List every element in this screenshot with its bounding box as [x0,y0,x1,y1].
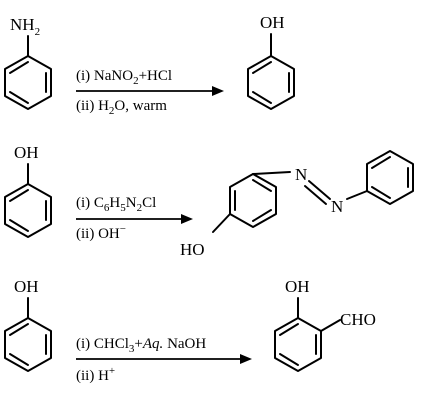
n-n-double-bond [304,185,327,205]
phenol-ring [229,173,277,228]
condition-text-part: + [109,365,115,377]
condition-text-part: (ii) H [76,98,109,114]
ring-double-bond [371,186,391,199]
condition-text-part: H [109,195,120,211]
ring-double-bond [9,353,29,366]
phenol-reactant-structure: OH [4,277,52,372]
c-cho-bond [320,319,341,332]
condition-text-part: Cl [142,195,156,211]
condition-text-part: 2 [109,105,115,117]
condition-text-part: NaOH [163,336,206,352]
condition-text-part: N [126,195,137,211]
phenol-product-structure: OH [247,13,295,110]
benzene-ring [247,55,295,110]
condition-text-part: 6 [104,202,110,214]
phenol-reactant-structure: OH [4,143,52,238]
ring-double-bond [252,209,272,222]
reaction-1-condition-1: (i) NaNO2+HCl [76,68,172,87]
reaction-3-condition-2: (ii) H+ [76,365,115,384]
amino-group-label: NH2 [10,15,40,38]
benzene-ring [4,55,52,110]
ring-double-bond [371,156,391,169]
reaction-1: NH2 (i) NaNO2+HCl (ii) H2O, warm OH [4,13,295,117]
phenyl-ring [366,150,414,205]
c-o-bond [212,213,231,233]
condition-text-part: (i) CHCl [76,336,129,352]
reaction-2-condition-1: (i) C6H5N2Cl [76,195,156,214]
salicylaldehyde-product-structure: OH CHO [274,277,376,372]
hydroxyl-group-label: OH [285,277,310,296]
benzene-ring [274,317,322,372]
reaction-1-condition-2: (ii) H2O, warm [76,98,167,117]
azo-nitrogen-1-label: N [295,165,307,184]
hydroxyl-group-label: OH [14,143,39,162]
condition-text-part: 3 [129,343,135,355]
condition-text-part: +HCl [139,68,172,84]
arrow-head [181,214,193,224]
arrow-head [240,354,252,364]
reaction-3: OH (i) CHCl3+Aq. NaOH (ii) H+ OH CHO [4,277,376,384]
n-n-double-bond [308,180,331,200]
c-n-bond [252,171,291,175]
condition-text-part: 2 [133,75,139,87]
ring-double-bond [252,91,272,104]
ring-double-bond [252,61,272,74]
condition-text-part: (i) NaNO [76,68,133,84]
reaction-3-condition-1: (i) CHCl3+Aq. NaOH [76,336,206,355]
ring-double-bond [9,61,29,74]
ring-double-bond [252,179,272,192]
aniline-structure: NH2 [4,15,52,110]
ring-double-bond [279,323,299,336]
condition-text-part: Aq. [142,336,163,352]
ring-double-bond [9,323,29,336]
condition-text-part: (i) C [76,195,104,211]
hydroxyl-group-label: OH [14,277,39,296]
aldehyde-group-label: CHO [340,310,376,329]
arrow-head [212,86,224,96]
condition-text-part: − [120,223,126,235]
ring-double-bond [279,353,299,366]
ho-group-label: HO [180,240,205,259]
benzene-ring [4,183,52,238]
reaction-2-condition-2: (ii) OH− [76,223,126,242]
reaction-2: OH (i) C6H5N2Cl (ii) OH− HO N N [4,143,414,259]
ring-double-bond [9,91,29,104]
ring-double-bond [9,219,29,232]
condition-text-part: + [134,336,142,352]
azo-nitrogen-2-label: N [331,197,343,216]
condition-text-part: O, warm [114,98,167,114]
ring-double-bond [9,189,29,202]
condition-text-part: (ii) H [76,368,109,384]
hydroxyl-group-label: OH [260,13,285,32]
condition-text-part: 5 [120,202,126,214]
benzene-ring [4,317,52,372]
azo-dye-product-structure: HO N N [180,150,414,259]
n-c-bond [346,190,368,200]
condition-text-part: 2 [137,202,143,214]
condition-text-part: (ii) OH [76,226,120,242]
